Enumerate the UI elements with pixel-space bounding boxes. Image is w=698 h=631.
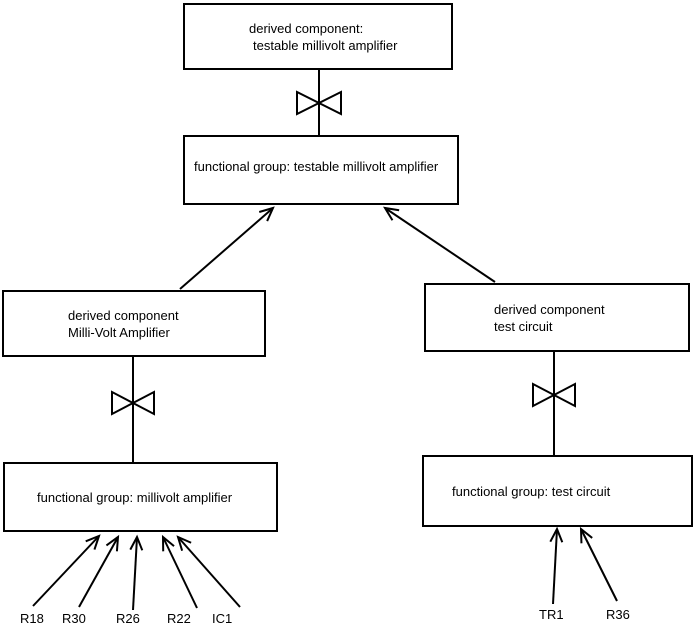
component-label-R36: R36	[606, 607, 630, 622]
node-functional-group-testable: functional group: testable millivolt amp…	[183, 135, 459, 205]
node-functional-group-millivolt: functional group: millivolt amplifier	[3, 462, 278, 532]
arrow-R26-to-fg-mv	[129, 534, 144, 611]
bowtie-decomposition-icon	[532, 382, 576, 408]
component-label-R26: R26	[116, 611, 140, 626]
arrow-R30-to-fg-mv	[78, 534, 120, 608]
node-label-line1: derived component:	[249, 20, 364, 36]
arrow-TR1-to-fg-test	[549, 526, 564, 605]
node-label-line2: testable millivolt amplifier	[253, 37, 398, 53]
arrow-IC1-to-fg-mv	[176, 535, 241, 608]
node-label: functional group: test circuit	[452, 483, 611, 499]
node-label: functional group: millivolt amplifier	[37, 489, 233, 505]
arrow-R22-to-fg-mv	[161, 534, 198, 609]
component-label-IC1: IC1	[212, 611, 233, 626]
node-label: functional group: testable millivolt amp…	[194, 158, 439, 174]
node-label-line1: derived component	[68, 307, 179, 323]
node-label-line2: Milli-Volt Amplifier	[68, 324, 170, 340]
node-functional-group-test: functional group: test circuit	[422, 455, 693, 527]
arrow-R18-to-fg-mv	[32, 534, 101, 607]
component-label-R22: R22	[167, 611, 191, 626]
component-label-R18: R18	[20, 611, 44, 626]
bowtie-decomposition-icon	[296, 90, 342, 116]
component-label-R30: R30	[62, 611, 86, 626]
arrow-R36-to-fg-test	[579, 526, 618, 602]
node-derived-component-millivolt: derived component Milli-Volt Amplifier	[2, 290, 266, 357]
node-derived-component-test: derived component test circuit	[424, 283, 690, 352]
bowtie-decomposition-icon	[111, 390, 155, 416]
arrow-derived-test-to-fg-testable	[383, 206, 496, 283]
node-label-line2: test circuit	[494, 318, 553, 334]
arrow-derived-mv-to-fg-testable	[179, 206, 275, 290]
node-derived-component-testable: derived component: testable millivolt am…	[183, 3, 453, 70]
component-label-TR1: TR1	[539, 607, 564, 622]
node-label-line1: derived component	[494, 301, 605, 317]
